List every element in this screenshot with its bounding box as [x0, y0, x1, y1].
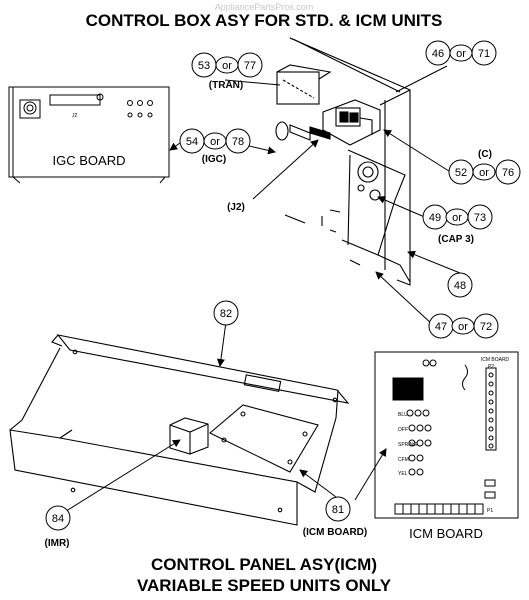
or-text: or — [222, 60, 232, 72]
callout-54: 54 — [186, 136, 198, 148]
bottom-title-line2: VARIABLE SPEED UNITS ONLY — [137, 576, 392, 595]
callout-84: 84 — [52, 513, 64, 525]
icm-detail-p2: P2 — [488, 364, 494, 370]
callout-46: 46 — [432, 48, 444, 60]
leader-lines — [62, 65, 461, 514]
top-title: CONTROL BOX ASY FOR STD. & ICM UNITS — [86, 11, 443, 30]
or-text: or — [479, 167, 489, 179]
label-igc: (IGC) — [202, 154, 226, 165]
icm-board-label: ICM BOARD — [409, 526, 483, 541]
bottom-title-line1: CONTROL PANEL ASY(ICM) — [151, 555, 377, 574]
igc-board-drawing — [8, 86, 170, 184]
label-j2: (J2) — [227, 202, 245, 213]
or-text: or — [458, 321, 468, 333]
icm-detail-label-3: CFM — [398, 457, 409, 463]
label-imr: (IMR) — [45, 538, 70, 549]
callout-82: 82 — [220, 308, 232, 320]
icm-detail-label-2: SPRING — [398, 442, 417, 448]
label-tran: (TRAN) — [209, 80, 243, 91]
label-cap3: (CAP 3) — [438, 234, 474, 245]
callout-77: 77 — [244, 60, 256, 72]
icm-detail-label-0: BLU — [398, 412, 408, 418]
callout-49: 49 — [429, 212, 441, 224]
callouts — [45, 40, 521, 531]
callout-47: 47 — [435, 321, 447, 333]
callout-52: 52 — [455, 167, 467, 179]
label-c: (C) — [478, 149, 492, 160]
or-text: or — [452, 212, 462, 224]
callout-73: 73 — [474, 212, 486, 224]
callout-72: 72 — [480, 321, 492, 333]
control-panel-drawing — [9, 334, 350, 526]
callout-71: 71 — [478, 48, 490, 60]
callout-53: 53 — [198, 60, 210, 72]
or-text: or — [210, 136, 220, 148]
or-text: or — [456, 48, 466, 60]
icm-detail-p1: P1 — [487, 508, 493, 514]
callout-81: 81 — [332, 504, 344, 516]
control-box-drawing — [275, 37, 411, 286]
part-labels: (TRAN) (IGC) (C) (J2) (CAP 3) (IMR) (ICM… — [45, 80, 492, 549]
watermark: AppliancePartsPros.com — [215, 2, 314, 12]
callout-76: 76 — [502, 167, 514, 179]
callout-78: 78 — [232, 136, 244, 148]
callout-texts: 53 or 77 46 or 71 54 or 78 52 or 76 49 o… — [52, 48, 514, 525]
icm-detail-label-1: OFF — [398, 427, 408, 433]
igc-board-label: IGC BOARD — [53, 153, 126, 168]
icm-detail-header: ICM BOARD — [481, 357, 510, 363]
label-icm-board-paren: (ICM BOARD) — [303, 527, 367, 538]
icm-detail-label-4: YEL — [398, 471, 408, 477]
icm-board-drawing — [374, 351, 519, 519]
callout-48: 48 — [454, 280, 466, 292]
igc-j2-label: J2 — [72, 113, 78, 119]
